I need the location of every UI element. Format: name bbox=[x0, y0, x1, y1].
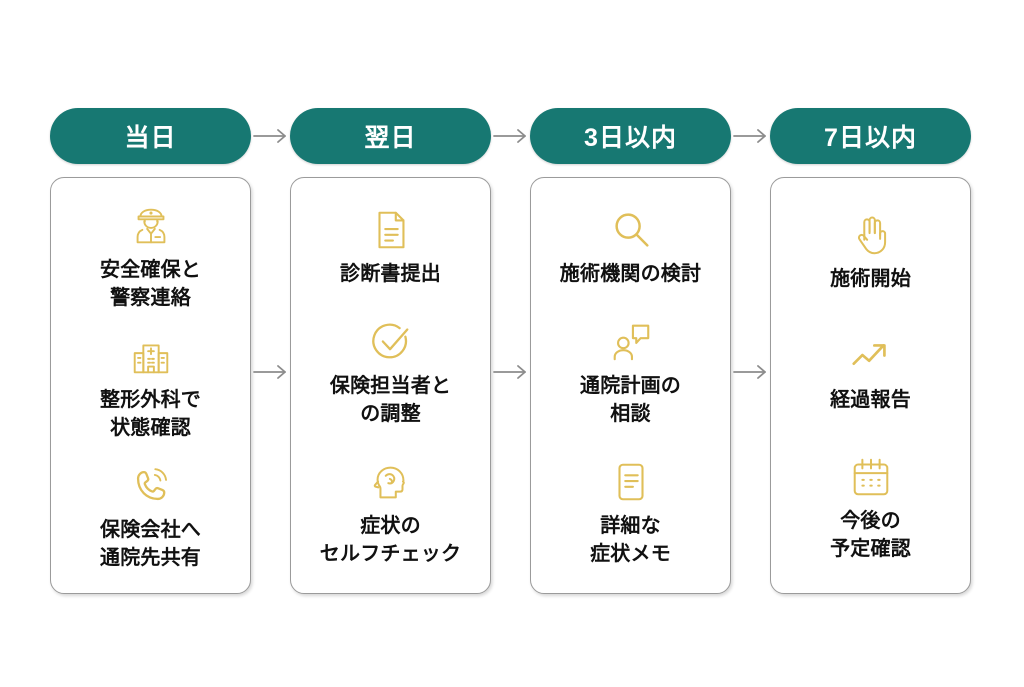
phase-pill-2[interactable]: 翌日 bbox=[290, 108, 491, 164]
step-label: 安全確保と 警察連絡 bbox=[100, 258, 201, 309]
step-label: 整形外科で 状態確認 bbox=[100, 388, 201, 439]
hospital-icon bbox=[128, 333, 174, 379]
phone-call-icon bbox=[128, 463, 174, 509]
timeline-column-2: 翌日 診断書提出 bbox=[290, 108, 491, 594]
phase-card-1: 安全確保と 警察連絡 整形外科で 状態確認 bbox=[50, 177, 251, 594]
step-label: 保険担当者と の調整 bbox=[329, 374, 452, 425]
arrow-right-icon bbox=[733, 127, 769, 145]
step-label: 症状の セルフチェック bbox=[319, 514, 462, 565]
magnifier-icon bbox=[608, 207, 654, 253]
step-item: 通院計画の 相談 bbox=[537, 319, 724, 428]
step-item: 今後の 予定確認 bbox=[777, 454, 964, 563]
step-item: 詳細な 症状メモ bbox=[537, 459, 724, 568]
connector-1-2 bbox=[251, 108, 290, 594]
step-item: 保険担当者と の調整 bbox=[297, 319, 484, 428]
timeline-column-4: 7日以内 施術開始 bbox=[770, 108, 971, 594]
step-item: 安全確保と 警察連絡 bbox=[57, 203, 244, 312]
document-icon bbox=[368, 207, 414, 253]
step-label: 通院計画の 相談 bbox=[580, 374, 681, 425]
step-item: 保険会社へ 通院先共有 bbox=[57, 463, 244, 572]
police-officer-icon bbox=[128, 203, 174, 249]
connector-3-4 bbox=[731, 108, 770, 594]
step-item: 施術機関の検討 bbox=[537, 207, 724, 288]
timeline-column-3: 3日以内 施術機関の検討 bbox=[530, 108, 731, 594]
hand-palm-icon bbox=[848, 212, 894, 258]
phase-pill-3[interactable]: 3日以内 bbox=[530, 108, 731, 164]
step-label: 保険会社へ 通院先共有 bbox=[100, 519, 201, 570]
head-brain-icon bbox=[368, 459, 414, 505]
arrow-right-icon bbox=[733, 363, 769, 381]
timeline-column-1: 当日 bbox=[50, 108, 251, 594]
check-circle-icon bbox=[368, 319, 414, 365]
arrow-right-icon bbox=[253, 363, 289, 381]
step-label: 施術機関の検討 bbox=[559, 263, 702, 286]
timeline-flow: 当日 bbox=[50, 108, 980, 594]
phase-pill-4[interactable]: 7日以内 bbox=[770, 108, 971, 164]
connector-2-3 bbox=[491, 108, 530, 594]
calendar-icon bbox=[848, 454, 894, 500]
phase-pill-1[interactable]: 当日 bbox=[50, 108, 251, 164]
step-label: 今後の 予定確認 bbox=[830, 510, 911, 560]
step-item: 施術開始 bbox=[777, 212, 964, 293]
phase-card-2: 診断書提出 保険担当者と の調整 bbox=[290, 177, 491, 594]
step-label: 経過報告 bbox=[830, 389, 911, 411]
phase-card-4: 施術開始 経過報告 bbox=[770, 177, 971, 594]
arrow-right-icon bbox=[253, 127, 289, 145]
arrow-right-icon bbox=[493, 127, 529, 145]
step-label: 診断書提出 bbox=[340, 263, 441, 286]
step-item: 診断書提出 bbox=[297, 207, 484, 288]
person-chat-icon bbox=[608, 319, 654, 365]
step-label: 施術開始 bbox=[830, 268, 911, 290]
step-item: 整形外科で 状態確認 bbox=[57, 333, 244, 442]
step-item: 症状の セルフチェック bbox=[297, 459, 484, 568]
step-label: 詳細な 症状メモ bbox=[590, 514, 671, 565]
note-lines-icon bbox=[608, 459, 654, 505]
phase-card-3: 施術機関の検討 通院計画の 相談 bbox=[530, 177, 731, 594]
step-item: 経過報告 bbox=[777, 333, 964, 414]
arrow-right-icon bbox=[493, 363, 529, 381]
trend-up-arrow-icon bbox=[848, 333, 894, 379]
